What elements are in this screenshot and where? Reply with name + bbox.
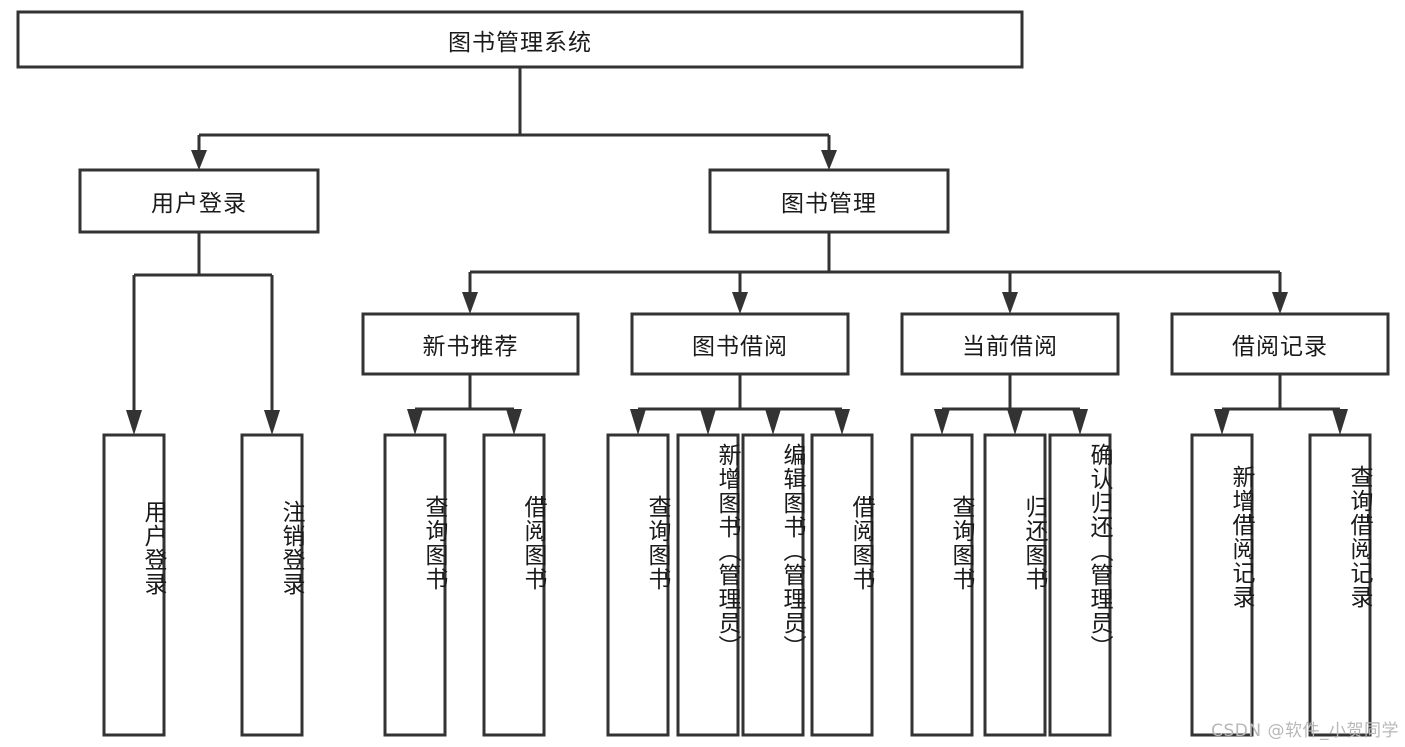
leaf-box-add-borrow-record[interactable] (1190, 433, 1254, 737)
arrowhead-current (1002, 292, 1018, 314)
arrowhead-bo-leaf-3 (765, 409, 781, 435)
arrowhead-new-book (462, 292, 478, 314)
arrowhead-cu-leaf-2 (1007, 409, 1023, 435)
connectors-records-to-leaves (1214, 374, 1348, 435)
node-box-book-borrow[interactable] (630, 312, 850, 376)
leaf-box-edit-book-admin[interactable] (741, 433, 805, 737)
arrowhead-book-mgmt (821, 150, 837, 170)
leaf-box-confirm-return-admin[interactable] (1048, 433, 1112, 737)
leaf-box-borrow-book-nb[interactable] (482, 433, 546, 737)
connectors-newbook-to-leaves (407, 374, 522, 435)
arrowhead-cu-leaf-1 (934, 409, 950, 435)
arrowhead-leaf-user-login (126, 410, 142, 435)
arrowhead-re-leaf-1 (1214, 409, 1230, 435)
arrowhead-user-login (191, 150, 207, 170)
node-box-book-management[interactable] (708, 168, 950, 234)
connectors-userlogin-to-leaves (126, 232, 280, 435)
leaf-box-add-book-admin[interactable] (676, 433, 740, 737)
node-box-new-book-recommend[interactable] (361, 312, 580, 376)
arrowhead-borrow (732, 292, 748, 314)
leaf-box-query-borrow-record[interactable] (1308, 433, 1372, 737)
leaf-box-query-book-cu[interactable] (910, 433, 974, 737)
arrowhead-bo-leaf-1 (630, 409, 646, 435)
arrowhead-bo-leaf-4 (834, 409, 850, 435)
leaf-box-user-login[interactable] (102, 433, 166, 737)
connectors-borrow-to-leaves (630, 374, 850, 435)
connectors-root-to-level2 (191, 67, 837, 170)
leaf-box-logout[interactable] (240, 433, 304, 737)
csdn-watermark: CSDN @软件_小贺同学 (1211, 721, 1399, 741)
arrowhead-leaf-logout (264, 410, 280, 435)
arrowhead-records (1272, 292, 1288, 314)
arrowhead-cu-leaf-3 (1072, 409, 1088, 435)
arrowhead-nb-leaf-2 (506, 409, 522, 435)
node-box-borrow-records[interactable] (1170, 312, 1390, 376)
leaf-box-borrow-book-bo[interactable] (810, 433, 874, 737)
connectors-bookmgmt-to-level3 (462, 232, 1288, 314)
node-box-root[interactable] (16, 10, 1024, 69)
node-box-user-login[interactable] (78, 168, 320, 234)
leaf-box-query-book-bo[interactable] (606, 433, 670, 737)
node-box-current-borrow[interactable] (900, 312, 1120, 376)
arrowhead-re-leaf-2 (1332, 409, 1348, 435)
leaf-box-return-book[interactable] (983, 433, 1047, 737)
leaf-box-query-book-nb[interactable] (383, 433, 447, 737)
arrowhead-nb-leaf-1 (407, 409, 423, 435)
connectors-current-to-leaves (934, 374, 1088, 435)
arrowhead-bo-leaf-2 (700, 409, 716, 435)
